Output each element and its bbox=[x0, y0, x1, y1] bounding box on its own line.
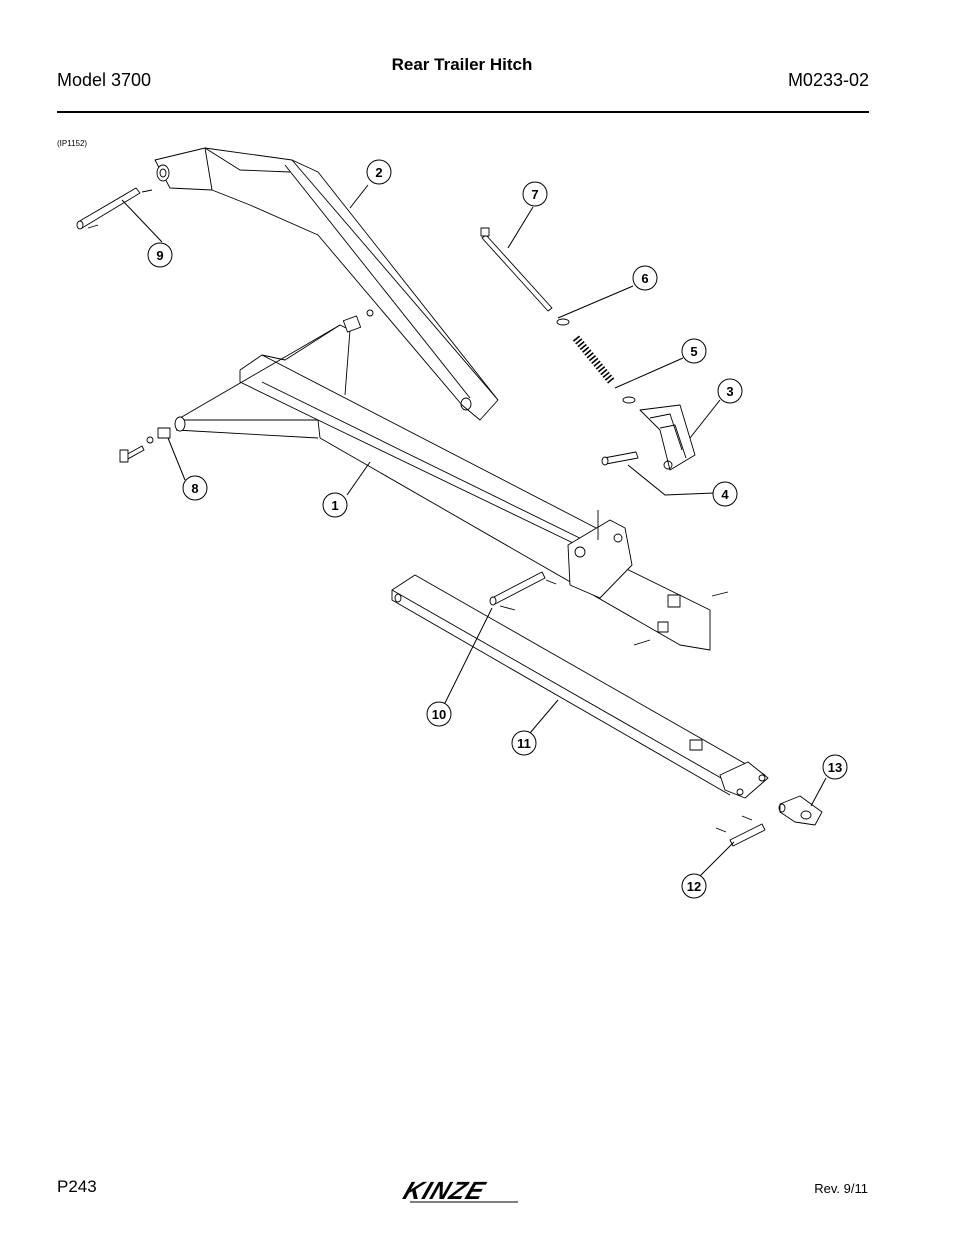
svg-text:11: 11 bbox=[517, 736, 531, 751]
callout-9: 9 bbox=[147, 242, 173, 268]
part7-rod bbox=[480, 227, 553, 312]
callout-7: 7 bbox=[522, 181, 548, 207]
part13-clevis bbox=[778, 795, 823, 826]
svg-text:4: 4 bbox=[721, 487, 729, 502]
page-number: P243 bbox=[57, 1177, 97, 1196]
svg-text:5: 5 bbox=[690, 344, 697, 359]
svg-text:8: 8 bbox=[191, 481, 198, 496]
callout-6: 6 bbox=[632, 265, 658, 291]
model-label: Model 3700 bbox=[57, 70, 152, 90]
page-title: Rear Trailer Hitch bbox=[391, 55, 533, 74]
part8-bolt bbox=[119, 427, 171, 463]
svg-text:9: 9 bbox=[156, 248, 163, 263]
svg-text:6: 6 bbox=[641, 271, 648, 286]
part3-latch bbox=[639, 404, 696, 471]
leader-lines bbox=[121, 184, 827, 877]
callout-5: 5 bbox=[681, 338, 707, 364]
svg-text:1: 1 bbox=[331, 498, 338, 513]
revision-date: Rev. 9/11 bbox=[814, 1181, 868, 1196]
svg-text:3: 3 bbox=[726, 384, 733, 399]
mounting-bracket bbox=[567, 510, 729, 646]
callout-13: 13 bbox=[822, 754, 848, 780]
part10-pin bbox=[489, 571, 557, 611]
svg-text:7: 7 bbox=[531, 187, 538, 202]
callouts: 1 2 3 4 5 6 7 8 9 10 11 12 13 bbox=[147, 159, 848, 899]
kinze-logo: KINZE bbox=[400, 1178, 518, 1204]
svg-text:KINZE: KINZE bbox=[400, 1178, 489, 1204]
callout-12: 12 bbox=[681, 873, 707, 899]
callout-8: 8 bbox=[182, 475, 208, 501]
callout-1: 1 bbox=[322, 492, 348, 518]
part5-spring bbox=[572, 335, 636, 404]
callout-10: 10 bbox=[426, 701, 452, 727]
illustration-code: (IP1152) bbox=[57, 139, 88, 148]
header-rule bbox=[57, 111, 869, 113]
callout-4: 4 bbox=[712, 481, 738, 507]
part12-pin bbox=[715, 815, 766, 847]
upper-hitch-arm bbox=[154, 147, 499, 421]
svg-text:13: 13 bbox=[828, 760, 842, 775]
manual-number: M0233-02 bbox=[787, 70, 869, 90]
extension-tube bbox=[391, 574, 769, 799]
callout-2: 2 bbox=[366, 159, 392, 185]
svg-text:2: 2 bbox=[375, 165, 382, 180]
callout-3: 3 bbox=[717, 378, 743, 404]
svg-text:12: 12 bbox=[687, 879, 701, 894]
part6-washer bbox=[556, 318, 570, 326]
part9-pin bbox=[76, 187, 153, 230]
svg-text:10: 10 bbox=[432, 707, 446, 722]
part4-pin bbox=[601, 451, 639, 466]
callout-11: 11 bbox=[511, 730, 537, 756]
